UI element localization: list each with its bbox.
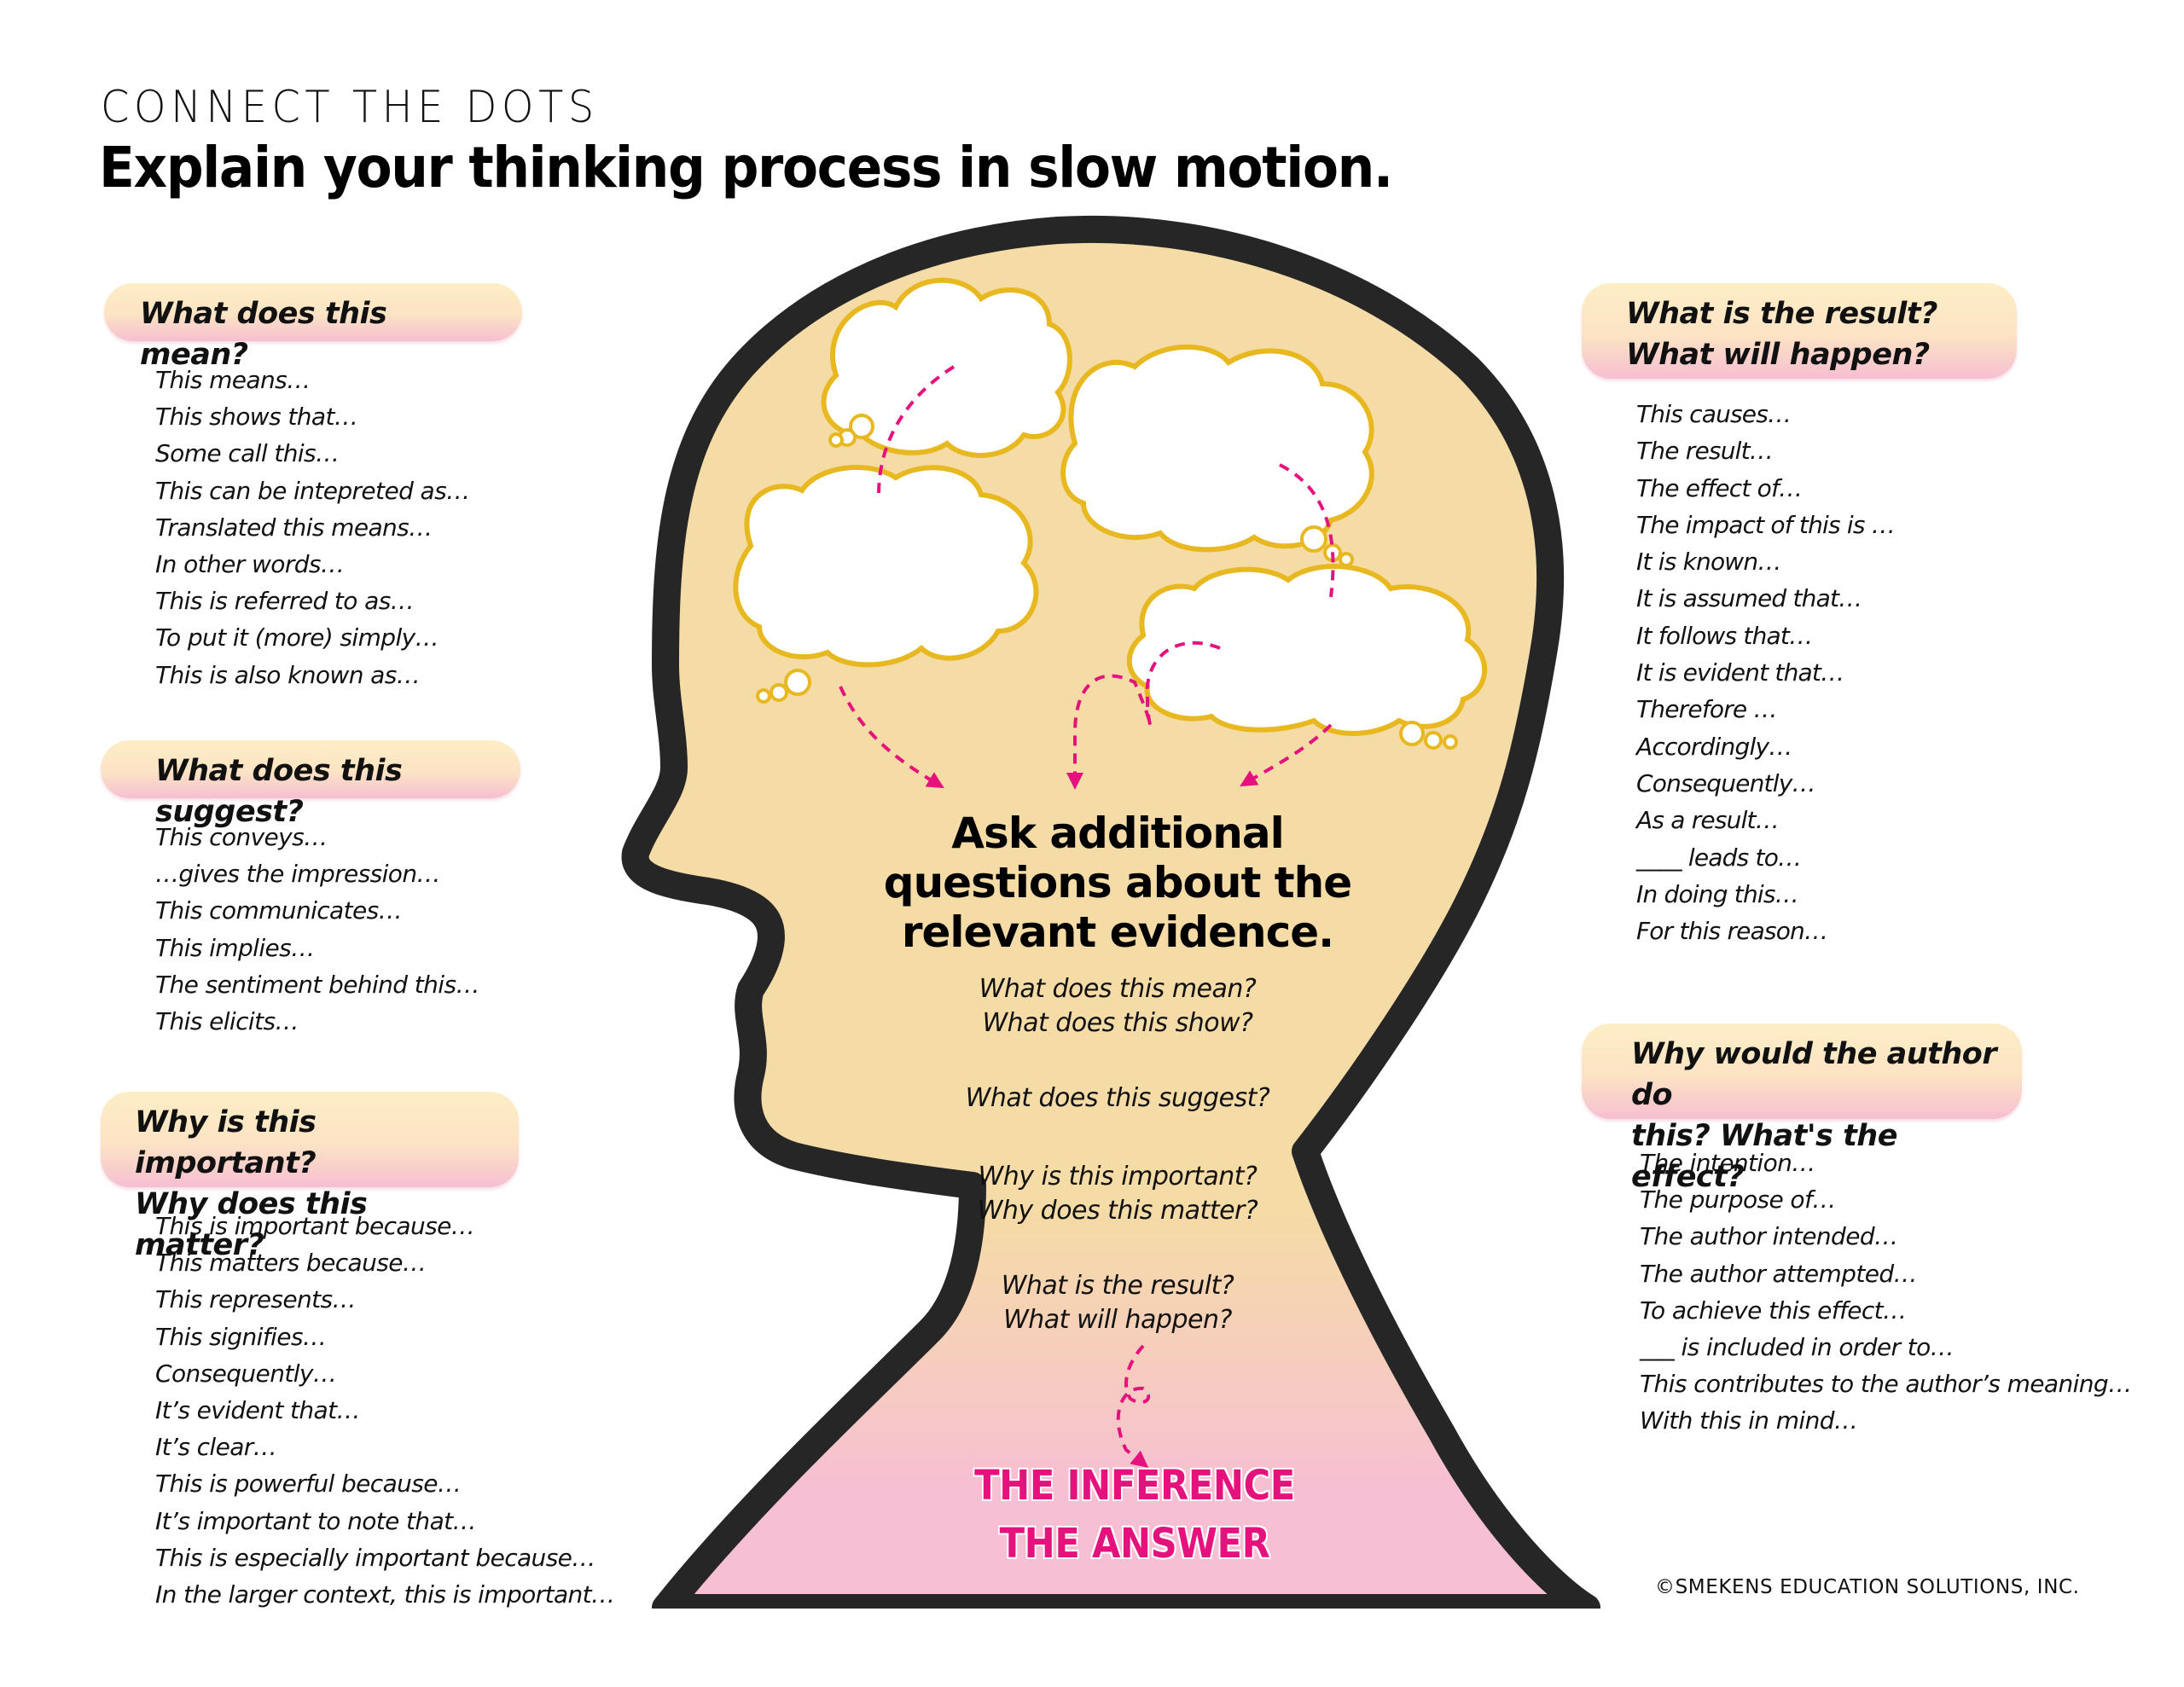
- head-question-group: What is the result? What will happen?: [904, 1269, 1331, 1337]
- phrase-item: It is known…: [1636, 548, 1781, 577]
- phrase-item: It is evident that…: [1636, 658, 1844, 687]
- head-question: What will happen?: [1003, 1305, 1232, 1335]
- section-title-line: What is the result?: [1626, 297, 1937, 331]
- phrase-item: This can be intepreted as…: [155, 476, 470, 505]
- phrase-item: The purpose of…: [1640, 1186, 1836, 1215]
- section-title-pill: What is the result? What will happen?: [1582, 283, 2017, 379]
- section-what-does-this-suggest: What does this suggest? This conveys… …g…: [101, 740, 520, 1040]
- page-headline: Explain your thinking process in slow mo…: [99, 135, 1393, 200]
- phrase-item: This is also known as…: [155, 660, 421, 689]
- phrase-item: In doing this…: [1636, 879, 1799, 908]
- section-what-does-this-mean: What does this mean? This means… This sh…: [104, 283, 522, 693]
- phrase-item: This conveys…: [155, 823, 328, 851]
- head-question-group: What does this suggest?: [904, 1081, 1331, 1116]
- phrase-item: In other words…: [155, 550, 345, 579]
- phrase-item: This is powerful because…: [155, 1470, 462, 1499]
- phrase-item: Therefore …: [1636, 695, 1777, 724]
- section-title: What does this mean?: [140, 297, 387, 372]
- phrase-item: This means…: [155, 366, 311, 394]
- head-title: Ask additional questions about the relev…: [883, 809, 1352, 957]
- head-question: What is the result?: [1001, 1271, 1234, 1301]
- section-title-line: Why is this important?: [135, 1105, 317, 1180]
- phrase-item: This is referred to as…: [155, 587, 415, 616]
- phrase-item: The effect of…: [1636, 473, 1803, 502]
- head-question-group: Why is this important? Why does this mat…: [904, 1160, 1331, 1228]
- head-question: Why does this matter?: [977, 1196, 1258, 1226]
- phrase-item: This is especially important because…: [155, 1543, 595, 1572]
- arrow-cloud4-loop-to-center: [1066, 641, 1221, 790]
- arrow-to-inference: [1116, 1344, 1151, 1468]
- phrase-item: This signifies…: [155, 1322, 327, 1351]
- section-why-would-the-author: Why would the author do this? What's the…: [1582, 1023, 2132, 1440]
- head-question: What does this show?: [982, 1008, 1253, 1038]
- thought-cloud-4: [1126, 564, 1488, 750]
- phrase-item: ____ leads to…: [1636, 843, 1802, 872]
- section-title-pill: What does this suggest?: [101, 740, 520, 829]
- phrase-item: The author intended…: [1640, 1222, 1898, 1251]
- phrase-list: This conveys… …gives the impression… Thi…: [101, 819, 520, 1040]
- phrase-item: This causes…: [1636, 400, 1792, 428]
- thought-cloud-3: [733, 465, 1039, 704]
- phrase-item: ___ is included in order to…: [1640, 1333, 1955, 1362]
- section-title-line: Why would the author do: [1631, 1037, 1997, 1112]
- phrase-item: This contributes to the author’s meaning…: [1640, 1370, 2132, 1399]
- phrase-item: This is important because…: [155, 1212, 475, 1240]
- thought-cloud-1: [821, 277, 1072, 458]
- phrase-item: This implies…: [155, 933, 315, 962]
- phrase-list: This causes… The result… The effect of… …: [1582, 396, 2017, 949]
- phrase-item: To put it (more) simply…: [155, 623, 439, 652]
- phrase-item: Consequently…: [155, 1359, 337, 1388]
- phrase-list: This is important because… This matters …: [101, 1208, 615, 1613]
- phrase-item: In the larger context, this is important…: [155, 1580, 615, 1609]
- section-title-line: Why does this matter?: [135, 1187, 368, 1262]
- phrase-item: With this in mind…: [1640, 1406, 1858, 1435]
- phrase-item: Translated this means…: [155, 513, 433, 542]
- phrase-item: The result…: [1636, 437, 1774, 466]
- phrase-item: For this reason…: [1636, 917, 1828, 946]
- phrase-item: Some call this…: [155, 439, 340, 468]
- arrow-cloud2-to-cloud4: [1279, 463, 1335, 598]
- head-question: Why is this important?: [978, 1162, 1258, 1191]
- phrase-item: Consequently…: [1636, 768, 1815, 797]
- phrase-item: Accordingly…: [1636, 732, 1792, 761]
- section-title: What does this suggest?: [155, 754, 403, 829]
- phrase-item: It’s evident that…: [155, 1396, 360, 1425]
- arrow-cloud4-to-center: [1240, 723, 1333, 787]
- inference-label: THE INFERENCE: [974, 1462, 1295, 1510]
- phrase-item: …gives the impression…: [155, 860, 440, 889]
- phrase-item: It follows that…: [1636, 621, 1813, 650]
- phrase-item: It is assumed that…: [1636, 584, 1862, 613]
- section-title-pill: Why is this important? Why does this mat…: [101, 1092, 519, 1262]
- section-title-pill: What does this mean?: [104, 283, 522, 372]
- head-question: What does this mean?: [979, 974, 1257, 1004]
- section-title-line: What will happen?: [1626, 338, 1930, 372]
- copyright-notice: ©SMEKENS EDUCATION SOLUTIONS, INC.: [1655, 1576, 2080, 1598]
- eyebrow-title: CONNECT THE DOTS: [101, 82, 599, 133]
- section-what-is-the-result: What is the result? What will happen? Th…: [1582, 283, 2017, 949]
- phrase-item: It’s important to note that…: [155, 1506, 477, 1535]
- phrase-item: The author attempted…: [1640, 1259, 1918, 1288]
- phrase-item: As a result…: [1636, 806, 1780, 835]
- phrase-item: This elicits…: [155, 1007, 299, 1036]
- section-title-pill: Why would the author do this? What's the…: [1582, 1023, 2022, 1194]
- phrase-item: This represents…: [155, 1285, 357, 1314]
- phrase-item: This matters because…: [155, 1249, 427, 1278]
- thought-cloud-2: [1060, 344, 1374, 567]
- answer-label: THE ANSWER: [999, 1520, 1270, 1568]
- phrase-item: This shows that…: [155, 403, 358, 432]
- section-title-line: this? What's the effect?: [1631, 1119, 1897, 1194]
- phrase-item: The sentiment behind this…: [155, 970, 479, 999]
- section-why-is-this-important: Why is this important? Why does this mat…: [101, 1092, 615, 1613]
- phrase-item: The impact of this is …: [1636, 510, 1896, 539]
- phrase-list: This means… This shows that… Some call t…: [104, 362, 522, 693]
- head-question: What does this suggest?: [965, 1083, 1270, 1113]
- phrase-item: It’s clear…: [155, 1433, 277, 1462]
- phrase-item: To achieve this effect…: [1640, 1296, 1907, 1325]
- head-question-group: What does this mean? What does this show…: [904, 972, 1331, 1041]
- arrow-cloud1-to-cloud3: [877, 365, 956, 496]
- phrase-item: This communicates…: [155, 896, 403, 925]
- phrase-item: The intention…: [1640, 1149, 1815, 1177]
- phrase-list: The intention… The purpose of… The autho…: [1582, 1145, 2132, 1440]
